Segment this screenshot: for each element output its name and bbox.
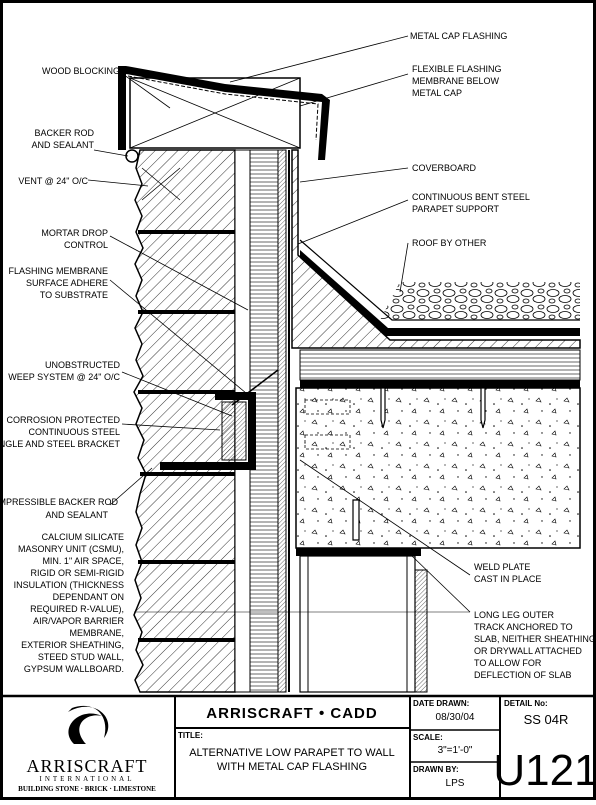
logo-name: ARRISCRAFT (26, 756, 147, 776)
label-mortar-drop: MORTAR DROP (41, 228, 108, 238)
right-labels: METAL CAP FLASHING FLEXIBLE FLASHING MEM… (410, 31, 596, 680)
label-weld-plate-1: WELD PLATE (474, 562, 530, 572)
label-corrosion-3: ANGLE AND STEEL BRACKET (0, 439, 120, 449)
logo-swoosh-icon (68, 705, 109, 738)
label-csmu-4: RIGID OR SEMI-RIGID (30, 568, 124, 578)
label-vent: VENT @ 24" O/C (18, 176, 88, 186)
label-csmu-1: CALCIUM SILICATE (42, 532, 124, 542)
detail-value: SS 04R (524, 712, 569, 727)
title-line-2: WITH METAL CAP FLASHING (217, 761, 367, 773)
label-flexible-3: METAL CAP (412, 88, 462, 98)
label-csmu-3: MIN. 1" AIR SPACE, (42, 556, 124, 566)
section-detail (118, 66, 581, 693)
label-track-5: TO ALLOW FOR (474, 658, 542, 668)
label-flashing-membrane-3: TO SUBSTRATE (40, 290, 108, 300)
label-flexible-2: MEMBRANE BELOW (412, 76, 500, 86)
label-roof: ROOF BY OTHER (412, 238, 487, 248)
label-flexible-1: FLEXIBLE FLASHING (412, 64, 502, 74)
label-weep: UNOBSTRUCTED (45, 360, 121, 370)
label-compressible-2: AND SEALANT (45, 510, 108, 520)
mortar-joints (138, 230, 235, 642)
title-block: ARRISCRAFT INTERNATIONAL BUILDING STONE … (3, 694, 596, 797)
metal-cap-flashing (118, 66, 330, 160)
label-weld-plate-2: CAST IN PLACE (474, 574, 541, 584)
drawn-label: DRAWN BY: (413, 765, 459, 774)
label-backer-rod-2: AND SEALANT (31, 140, 94, 150)
label-csmu-8: AIR/VAPOR BARRIER (33, 616, 124, 626)
label-bent-steel-2: PARAPET SUPPORT (412, 204, 500, 214)
label-track-4: OR DRYWALL ATTACHED (474, 646, 582, 656)
scale-value: 3"=1'-0" (438, 745, 473, 756)
anchor-bolts (352, 387, 486, 541)
logo-tagline: BUILDING STONE · BRICK · LIMESTONE (18, 785, 156, 793)
stone-masonry (133, 149, 236, 693)
steel-stud-track (299, 555, 416, 693)
roof-gravel (380, 282, 580, 320)
drawn-value: LPS (446, 778, 465, 789)
label-track-3: SLAB, NEITHER SHEATHING (474, 634, 596, 644)
scale-label: SCALE: (413, 733, 443, 742)
date-label: DATE DRAWN: (413, 699, 469, 708)
label-csmu-5: INSULATION (THICKNESS (14, 580, 124, 590)
label-coverboard: COVERBOARD (412, 163, 477, 173)
label-csmu-6: DEPENDANT ON (53, 592, 124, 602)
leader-lines (87, 35, 471, 613)
title-line-1: ALTERNATIVE LOW PARAPET TO WALL (189, 747, 395, 759)
title-label: TITLE: (178, 731, 203, 740)
label-csmu-10: EXTERIOR SHEATHING, (21, 640, 124, 650)
steel-angle (160, 392, 256, 470)
date-value: 08/30/04 (436, 712, 475, 723)
label-csmu-12: GYPSUM WALLBOARD. (24, 664, 124, 674)
label-csmu-9: MEMBRANE, (69, 628, 124, 638)
label-mortar-drop-2: CONTROL (64, 240, 108, 250)
deck-membrane (300, 380, 580, 388)
vent-symbols (141, 167, 181, 201)
detail-label: DETAIL No: (504, 699, 548, 708)
label-flashing-membrane: FLASHING MEMBRANE (8, 266, 108, 276)
roof-insulation (299, 349, 581, 381)
label-compressible: COMPRESSIBLE BACKER ROD (0, 497, 119, 507)
label-csmu-11: STEED STUD WALL, (38, 652, 124, 662)
arriscraft-logo: ARRISCRAFT INTERNATIONAL BUILDING STONE … (18, 705, 156, 793)
sheet-number: U121 (493, 746, 596, 795)
label-backer-rod: BACKER ROD (34, 128, 94, 138)
label-track-2: TRACK ANCHORED TO (474, 622, 573, 632)
embedded-anchors (304, 399, 351, 450)
logo-sub: INTERNATIONAL (40, 775, 135, 783)
bent-steel-support (291, 149, 581, 349)
label-track-6: DEFLECTION OF SLAB (474, 670, 572, 680)
coverboard (300, 250, 580, 336)
label-track-1: LONG LEG OUTER (474, 610, 555, 620)
label-weep-2: WEEP SYSTEM @ 24" O/C (8, 372, 120, 382)
sheathing (277, 149, 287, 693)
steel-bracket (221, 401, 247, 461)
label-corrosion: CORROSION PROTECTED (6, 415, 120, 425)
brand-title: ARRISCRAFT • CADD (206, 705, 377, 722)
weld-plate (296, 548, 421, 556)
label-flashing-membrane-2: SURFACE ADHERE (26, 278, 108, 288)
concrete-slab (295, 387, 581, 549)
label-csmu-2: MASONRY UNIT (CSMU), (18, 544, 124, 554)
left-labels: WOOD BLOCKING BACKER ROD AND SEALANT VEN… (0, 66, 124, 674)
label-csmu-7: REQUIRED R-VALUE), (30, 604, 124, 614)
label-wood-blocking: WOOD BLOCKING (42, 66, 120, 76)
label-metal-cap: METAL CAP FLASHING (410, 31, 507, 41)
flexible-flashing (127, 75, 319, 141)
label-corrosion-2: CONTINUOUS STEEL (28, 427, 120, 437)
label-bent-steel-1: CONTINUOUS BENT STEEL (412, 192, 530, 202)
